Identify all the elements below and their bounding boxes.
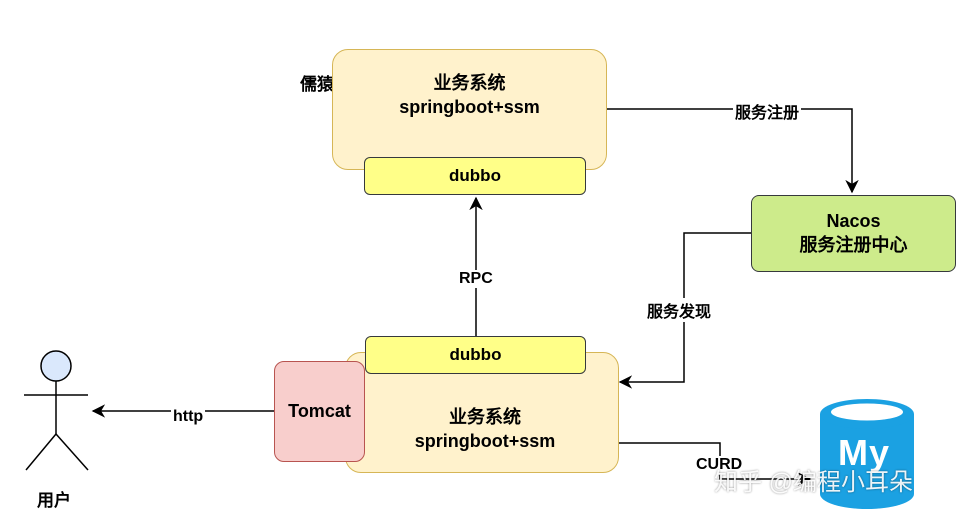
bottom-dubbo-box: dubbo: [365, 336, 586, 374]
nacos-title: Nacos: [826, 211, 881, 232]
rpc-edge-label: RPC: [457, 270, 495, 288]
register-edge-label: 服务注册: [733, 99, 802, 123]
watermark: 知乎 @编程小耳朵: [714, 469, 914, 496]
register-edge: [607, 108, 859, 194]
top-service-title: 业务系统: [433, 73, 506, 94]
database-icon-label: My: [838, 432, 891, 473]
nacos-registry-box: Nacos 服务注册中心: [751, 195, 956, 272]
tomcat-box: Tomcat: [274, 361, 365, 462]
top-service-box: 业务系统 springboot+ssm: [332, 49, 607, 170]
http-edge-label: http: [171, 408, 206, 426]
crud-edge-label: CURD: [694, 456, 745, 474]
discover-edge-label: 服务发现: [645, 298, 714, 322]
top-dubbo-box: dubbo: [364, 157, 586, 195]
top-service-stack: springboot+ssm: [399, 96, 540, 117]
user-actor-icon: [24, 350, 89, 471]
bottom-service-title: 业务系统: [449, 407, 521, 428]
bottom-service-stack: springboot+ssm: [414, 430, 556, 451]
user-label: 用户: [37, 491, 71, 510]
nacos-subtitle: 服务注册中心: [799, 234, 908, 255]
database-icon: [820, 399, 914, 509]
